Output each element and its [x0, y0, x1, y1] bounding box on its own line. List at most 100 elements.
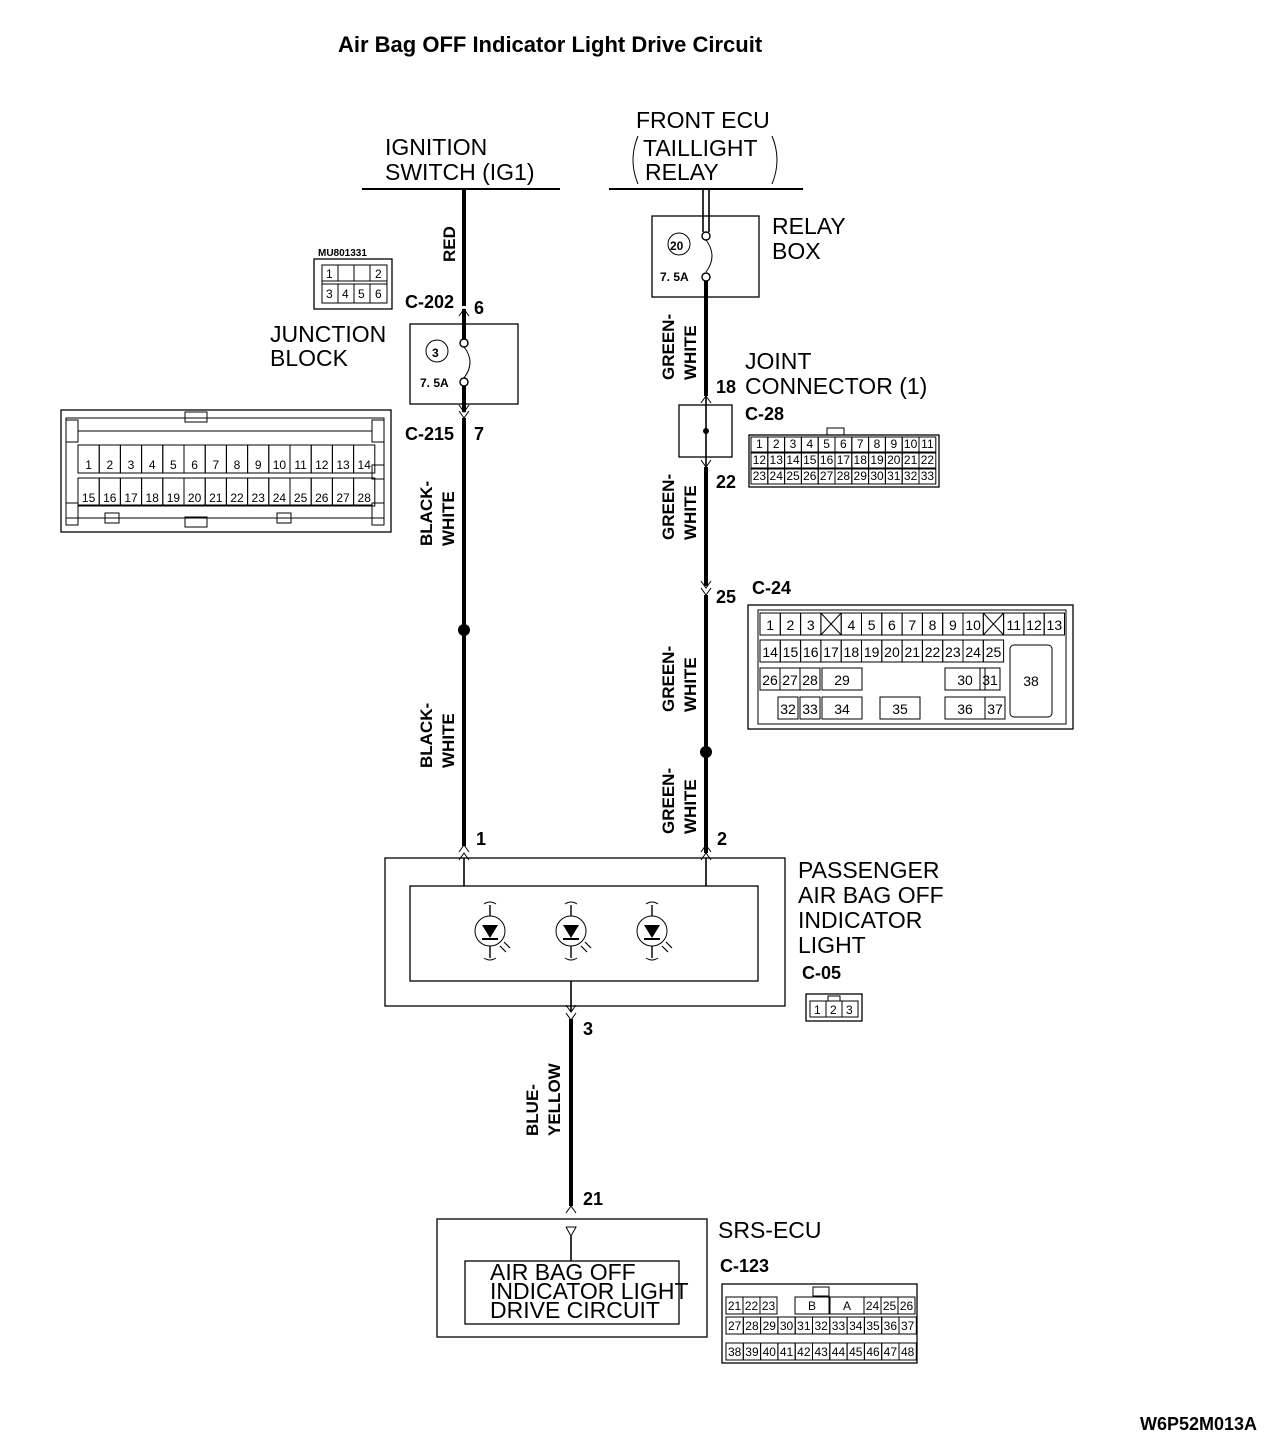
relay-fuse-number: 20	[670, 239, 684, 253]
c123-cell-26: 26	[900, 1299, 914, 1313]
diagram-title: Air Bag OFF Indicator Light Drive Circui…	[338, 32, 763, 57]
paren-left	[632, 135, 639, 185]
srs-ecu-inner-box	[464, 1260, 680, 1325]
c24-cell-5: 5	[868, 617, 876, 633]
c24-cell-25: 25	[986, 644, 1002, 660]
c123-cell-44: 44	[832, 1345, 846, 1359]
relay-box-label-2: BOX	[772, 238, 821, 264]
c28-cell-19: 19	[870, 453, 884, 467]
c28-cell-20: 20	[887, 453, 901, 467]
c123-cell-46: 46	[866, 1345, 880, 1359]
wire-label-gw3-a: GREEN-	[659, 646, 678, 712]
c215-cell-27: 27	[336, 491, 350, 505]
c215-cell-18: 18	[146, 491, 160, 505]
c05-cell-2: 2	[830, 1003, 837, 1017]
c215-cell-25: 25	[294, 491, 308, 505]
indicator-label-1: PASSENGER	[798, 857, 939, 883]
c28-pin-18: 18	[716, 377, 736, 397]
c123-cell-43: 43	[814, 1345, 828, 1359]
wire-label-red: RED	[440, 226, 459, 262]
jb-cell-3: 3	[326, 287, 333, 301]
c24-cell-2: 2	[787, 617, 795, 633]
led-3	[636, 901, 673, 961]
c24-cell-30: 30	[957, 672, 973, 688]
srs-ecu-label: SRS-ECU	[718, 1217, 822, 1243]
c215-connector-face	[60, 409, 392, 533]
c123-cell-29: 29	[763, 1319, 777, 1333]
junction-block-label-1: JUNCTION	[270, 321, 386, 347]
connector-c202: C-202	[405, 292, 454, 312]
srs-inner-1: AIR BAG OFF	[490, 1259, 636, 1285]
relay-fuse-bottom-terminal	[701, 272, 711, 282]
c24-cell-6: 6	[888, 617, 896, 633]
c24-cell-37: 37	[987, 701, 1003, 717]
srs-ecu-box	[436, 1218, 708, 1338]
c123-cell-34: 34	[849, 1319, 863, 1333]
c123-cell-42: 42	[797, 1345, 811, 1359]
led-2	[555, 901, 592, 961]
front-ecu-label-3: RELAY	[645, 159, 719, 185]
c28-cell-14: 14	[786, 453, 800, 467]
c123-pin-21: 21	[583, 1189, 603, 1209]
c05-pin-grid: 1 2 3	[805, 993, 863, 1022]
wire-label-bw1-a: BLACK-	[417, 481, 436, 546]
c28-cell-8: 8	[874, 437, 881, 451]
jb-fuse-number: 3	[432, 346, 439, 360]
c123-cell-35: 35	[866, 1319, 880, 1333]
pin1-arrow-a	[458, 844, 470, 853]
pin-c215-7: 7	[474, 424, 484, 444]
connector-c24: C-24	[752, 578, 791, 598]
pin3-arrow-a	[565, 1004, 577, 1013]
c24-cell-23: 23	[945, 644, 961, 660]
c28-cell-22: 22	[921, 453, 935, 467]
c24-cell-31: 31	[982, 672, 998, 688]
c123-cell-31: 31	[797, 1319, 811, 1333]
c24-cell-20: 20	[884, 644, 900, 660]
c28-cell-25: 25	[786, 469, 800, 483]
c215-cell-17: 17	[124, 491, 138, 505]
c123-cell-A: A	[843, 1299, 851, 1313]
joint-connector-label-2: CONNECTOR (1)	[745, 373, 927, 399]
c215-cell-15: 15	[82, 491, 96, 505]
c123-cell-22: 22	[745, 1299, 759, 1313]
c215-cell-20: 20	[188, 491, 202, 505]
indicator-pin-1: 1	[476, 829, 486, 849]
c215-cell-16: 16	[103, 491, 117, 505]
srs-inner-3: DRIVE CIRCUIT	[490, 1297, 660, 1323]
c24-cell-27: 27	[782, 672, 798, 688]
pin2-arrow-a	[700, 844, 712, 853]
c28-cell-13: 13	[770, 453, 784, 467]
jb-cell-5: 5	[358, 287, 365, 301]
c123-cell-30: 30	[780, 1319, 794, 1333]
c28-cell-17: 17	[837, 453, 851, 467]
c05-cell-3: 3	[846, 1003, 853, 1017]
relay-fuse-rating: 7. 5A	[660, 270, 689, 284]
jb-fuse-rating: 7. 5A	[420, 376, 449, 390]
relay-fuse-top-terminal	[701, 231, 711, 241]
jb-fuse-top-terminal	[459, 338, 469, 348]
c24-cell-13: 13	[1047, 617, 1063, 633]
front-ecu-label-1: FRONT ECU	[636, 107, 770, 133]
c24-cell-10: 10	[965, 617, 981, 633]
c24-pin-25: 25	[716, 587, 736, 607]
c28-cell-29: 29	[854, 469, 868, 483]
c24-cell-36: 36	[957, 701, 973, 717]
c24-cell-3: 3	[807, 617, 815, 633]
c28-cell-10: 10	[904, 437, 918, 451]
c123-cell-40: 40	[763, 1345, 777, 1359]
c215-cell-10: 10	[273, 458, 287, 472]
c123-cell-28: 28	[745, 1319, 759, 1333]
srs-inner-2: INDICATOR LIGHT	[490, 1278, 689, 1304]
c28-cell-6: 6	[840, 437, 847, 451]
relay-fuse-number-circle	[667, 232, 691, 256]
jb-fuse-number-circle	[425, 339, 449, 363]
relay-box-label-1: RELAY	[772, 213, 846, 239]
c123-cell-38: 38	[728, 1345, 742, 1359]
connector-c123: C-123	[720, 1256, 769, 1276]
c123-cell-24: 24	[866, 1299, 880, 1313]
c28-cell-32: 32	[904, 469, 918, 483]
c24-cell-33: 33	[802, 701, 818, 717]
c123-cell-37: 37	[901, 1319, 915, 1333]
